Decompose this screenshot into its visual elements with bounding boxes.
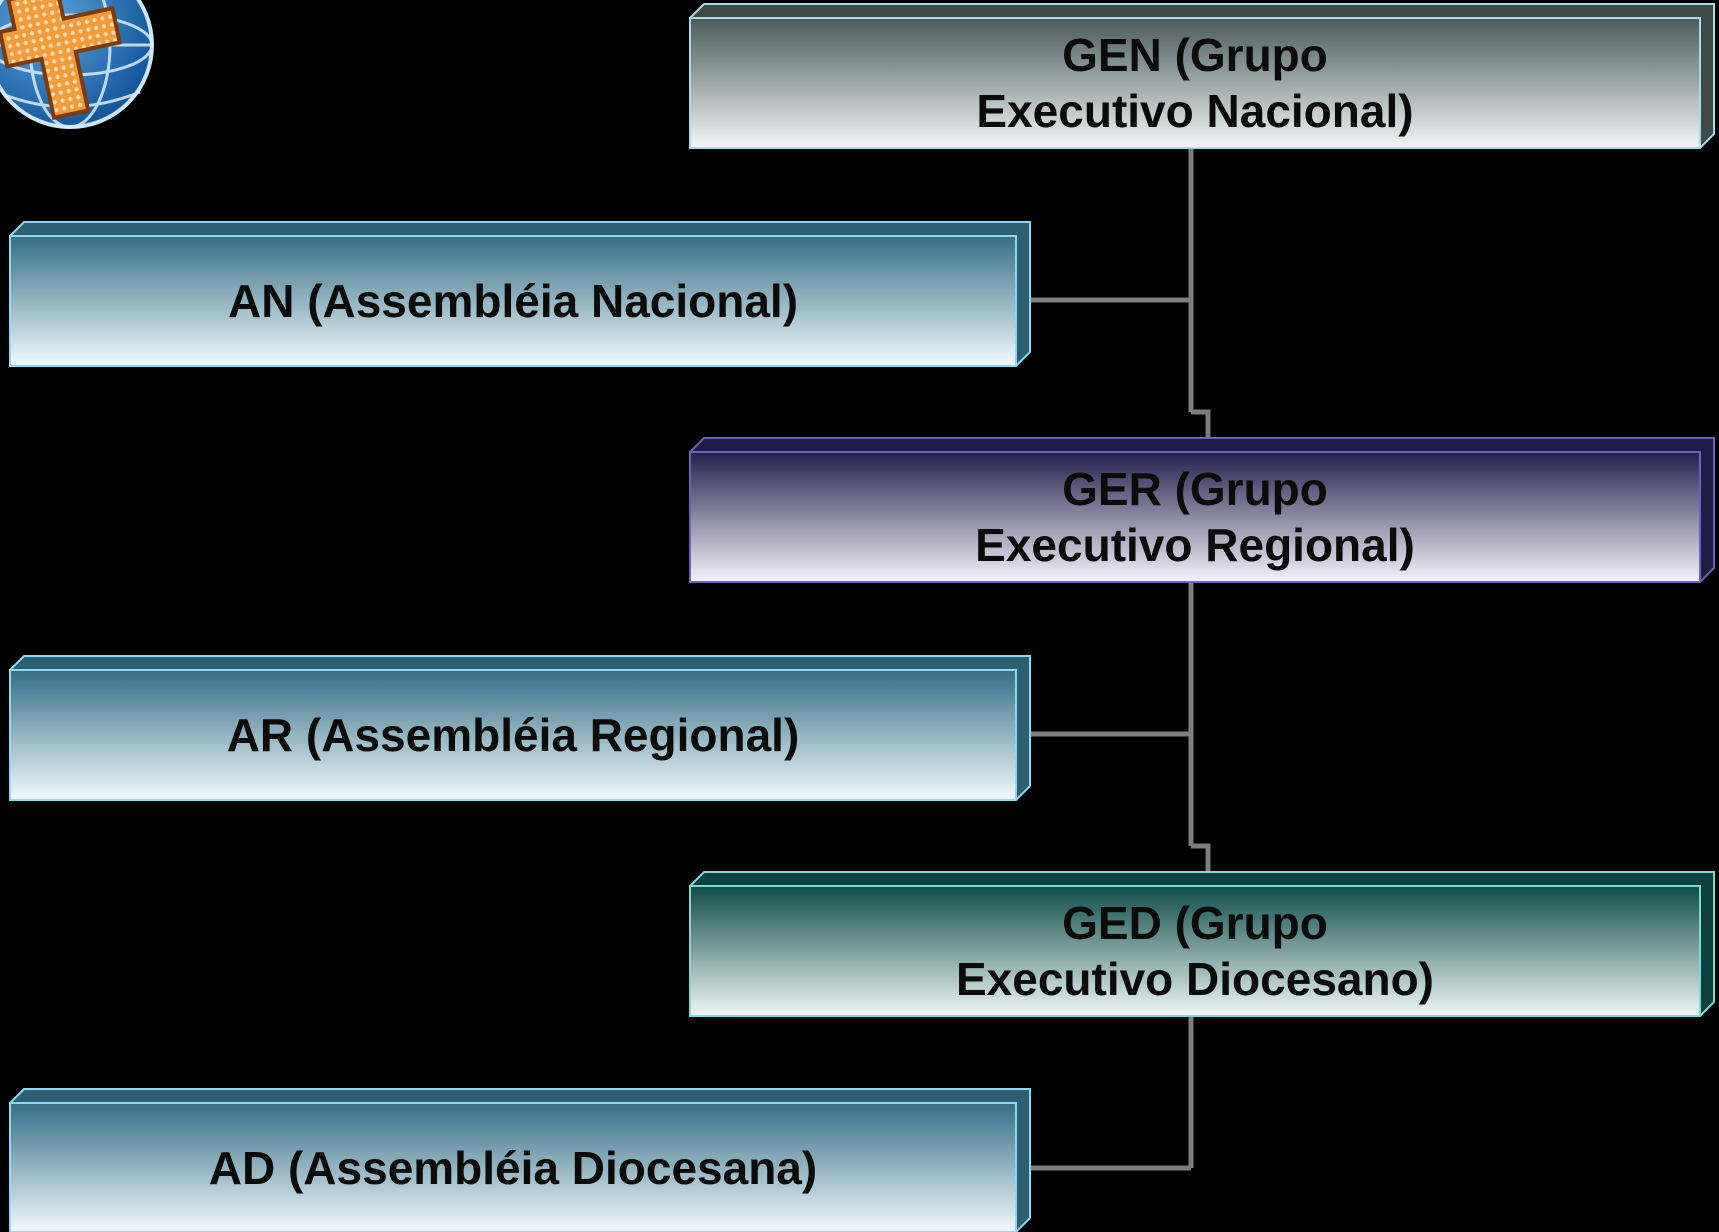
gen-box [689, 3, 1715, 149]
connector-gen-ger [1191, 409, 1211, 440]
ger-box [689, 437, 1715, 583]
an-box [9, 221, 1031, 367]
connector-lines [1030, 148, 1211, 1171]
globe-cross-logo-icon [0, 0, 154, 129]
ar-box [9, 655, 1031, 801]
ad-box [9, 1088, 1031, 1232]
ged-box [689, 871, 1715, 1017]
connector-ger-ged [1191, 843, 1211, 874]
